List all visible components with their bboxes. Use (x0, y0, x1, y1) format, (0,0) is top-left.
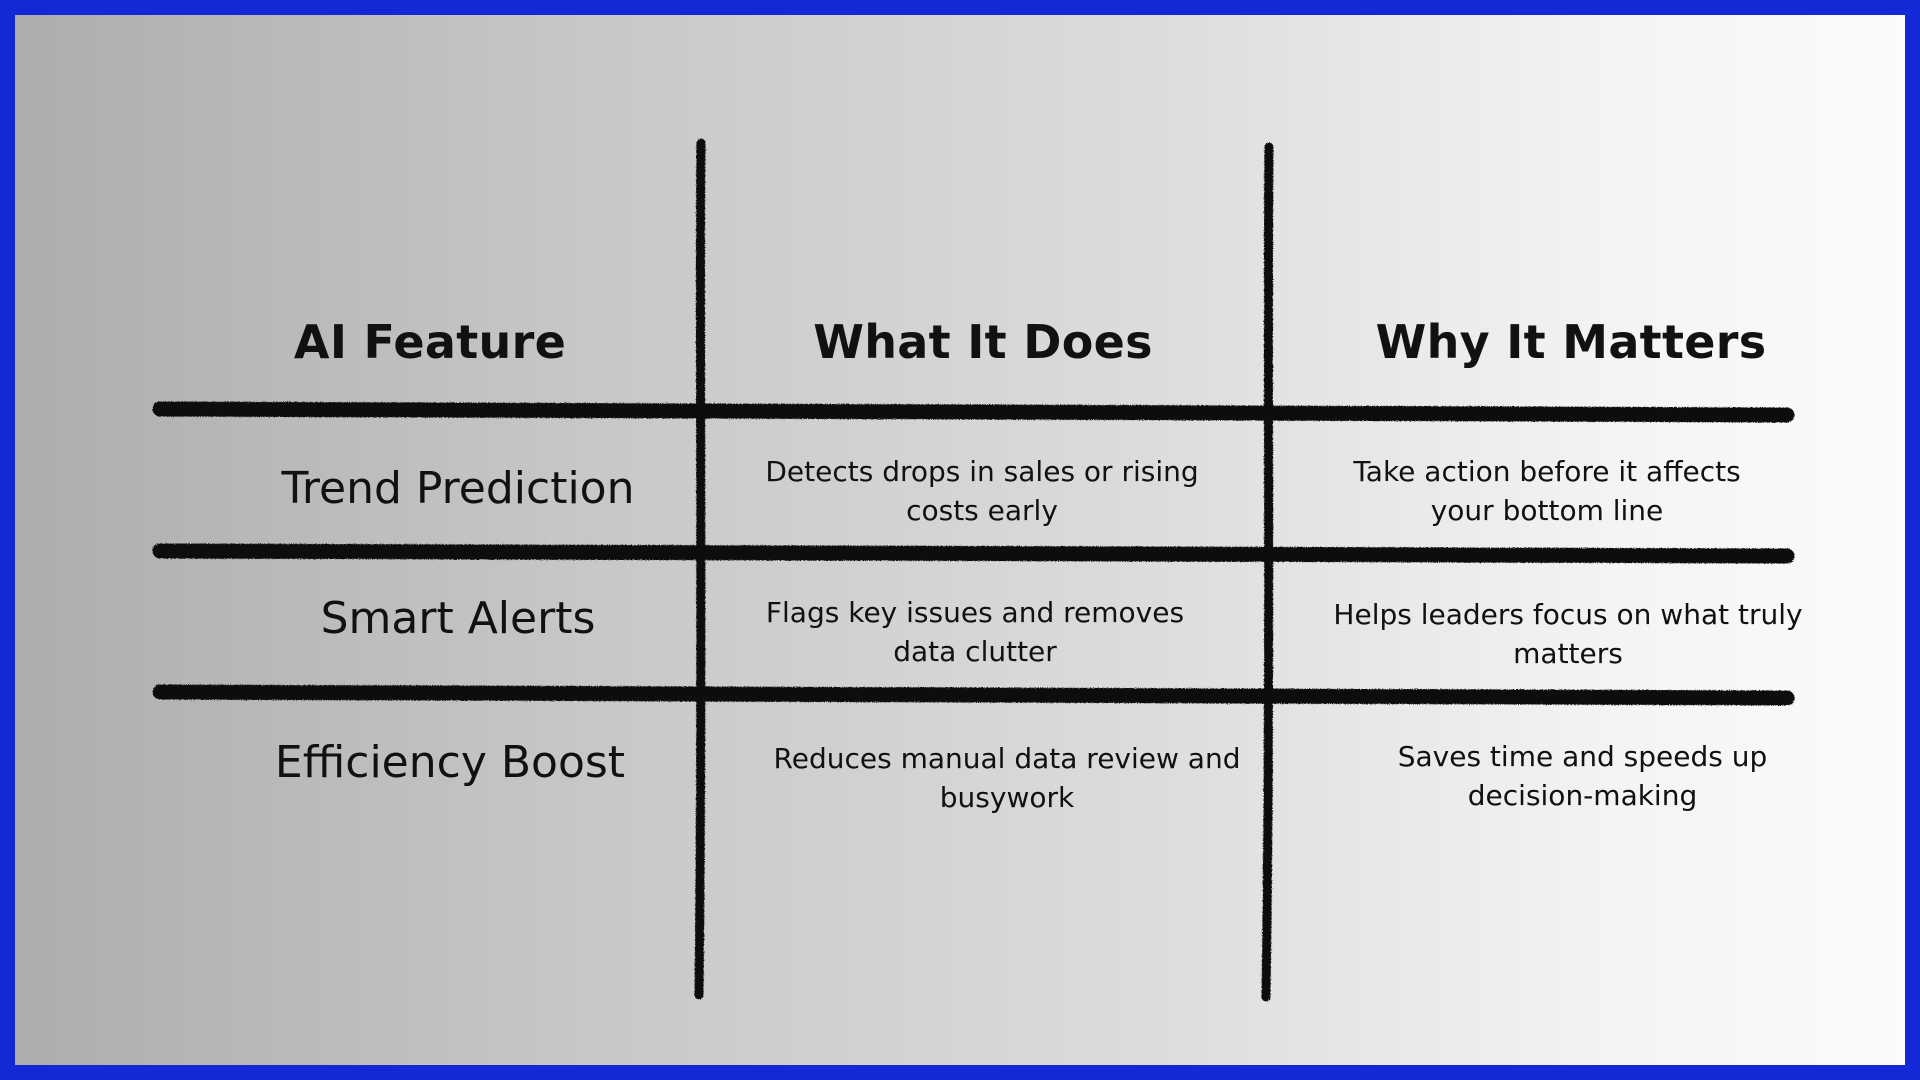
header-what-it-does: What It Does (813, 315, 1153, 369)
header-why-it-matters: Why It Matters (1375, 315, 1767, 369)
matters-smart-alerts: Helps leaders focus on what truly matter… (1333, 598, 1803, 670)
feature-smart-alerts: Smart Alerts (320, 593, 596, 644)
header-ai-feature: AI Feature (293, 315, 567, 369)
matters-efficiency-boost: Saves time and speeds up decision-making (1397, 740, 1768, 812)
row-divider-header (152, 401, 1795, 423)
does-trend-prediction: Detects drops in sales or rising costs e… (765, 455, 1199, 527)
row-divider-2 (152, 683, 1795, 706)
column-divider-2 (1261, 142, 1274, 1002)
does-smart-alerts: Flags key issues and removes data clutte… (765, 596, 1185, 668)
row-divider-1 (152, 542, 1795, 564)
does-efficiency-boost: Reduces manual data review and busywork (773, 742, 1241, 814)
table-grid (152, 138, 1795, 1002)
column-divider-1 (694, 138, 706, 1000)
feature-efficiency-boost: Efficiency Boost (274, 737, 626, 788)
matters-trend-prediction: Take action before it affects your botto… (1353, 455, 1741, 527)
feature-trend-prediction: Trend Prediction (281, 463, 635, 514)
